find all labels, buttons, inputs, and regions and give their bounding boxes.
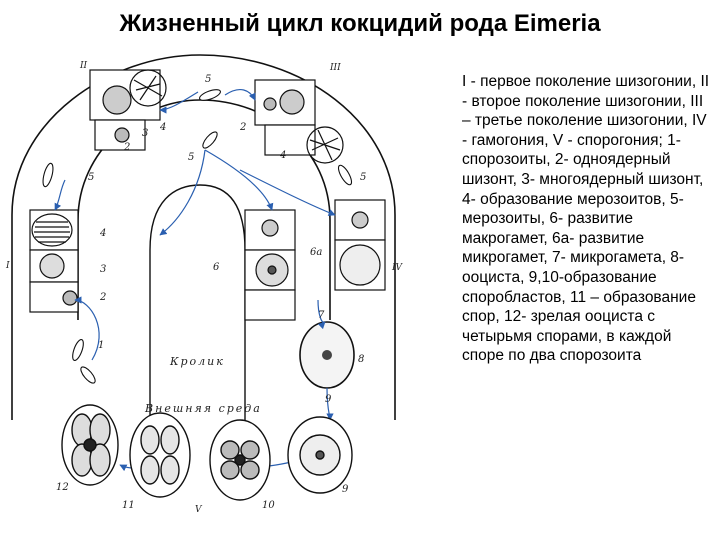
legend-text: I - первое поколение шизогонии, II - вто… xyxy=(462,73,710,365)
label-8: 8 xyxy=(358,354,364,365)
label-2: 2 xyxy=(123,142,130,153)
label-9: 9 xyxy=(342,484,349,495)
label-4: 4 xyxy=(159,122,166,133)
label-6a: 6а xyxy=(310,247,322,258)
label-3: 3 xyxy=(142,128,148,139)
label-roman-IV: IV xyxy=(391,263,404,273)
right-epithelium xyxy=(244,199,386,321)
label-12: 12 xyxy=(56,482,69,493)
outer-wall xyxy=(11,54,396,420)
top-epithelium xyxy=(89,69,167,151)
slide-title: Жизненный цикл кокцидий рода Eimeria xyxy=(119,10,601,37)
merozoite-rosette-right xyxy=(306,126,344,164)
label-11: 11 xyxy=(122,500,135,511)
label-2: 2 xyxy=(99,292,106,303)
left-epithelium xyxy=(29,209,79,313)
label-2: 2 xyxy=(239,122,246,133)
macrogamete-early xyxy=(261,219,279,237)
oocyst xyxy=(299,321,355,389)
region-environment-label: Внешняя среда xyxy=(144,402,262,415)
label-5: 5 xyxy=(88,172,94,183)
label-3: 3 xyxy=(100,264,106,275)
label-5: 5 xyxy=(205,74,211,85)
merozoite xyxy=(199,89,221,101)
label-7: 7 xyxy=(318,310,325,321)
eimeria-life-cycle-diagram: Кролик Внешняя среда I II III IV V 1 2 2… xyxy=(5,54,404,515)
label-roman-V: V xyxy=(195,505,203,515)
label-5: 5 xyxy=(188,152,194,163)
top-right-epithelium xyxy=(254,79,344,164)
merozoite xyxy=(42,162,54,188)
region-host-label: Кролик xyxy=(169,355,225,368)
label-roman-II: II xyxy=(79,61,88,71)
multinuclear-schizont xyxy=(39,253,65,279)
free-stages xyxy=(42,89,353,384)
schizont-merozoite-formation xyxy=(31,213,73,247)
spore-stages xyxy=(61,404,353,501)
merozoite xyxy=(337,164,353,186)
label-roman-III: III xyxy=(329,63,341,73)
stage-number-labels: 1 2 2 2 3 3 4 4 4 5 5 5 5 6 6а 7 8 9 9 1… xyxy=(56,74,366,511)
microgamete-developing xyxy=(339,244,381,286)
mature-oocyst-12 xyxy=(61,404,119,486)
sporozoite xyxy=(72,339,84,361)
sporozoite xyxy=(80,366,96,384)
spore-formation-11 xyxy=(129,412,191,498)
uninuclear-schizont xyxy=(62,290,78,306)
sporoblast-formation-9 xyxy=(287,416,353,494)
merozoite-rosette-top xyxy=(129,69,167,107)
inner-arch-cavity xyxy=(149,184,246,420)
label-10: 10 xyxy=(262,500,275,511)
label-5: 5 xyxy=(360,172,366,183)
label-roman-I: I xyxy=(5,261,10,271)
label-4: 4 xyxy=(99,228,106,239)
schizont-top xyxy=(102,85,132,115)
label-6: 6 xyxy=(213,262,220,273)
label-1: 1 xyxy=(98,340,104,351)
sporoblast-formation-10 xyxy=(209,419,271,501)
label-4: 4 xyxy=(279,150,286,161)
merozoite xyxy=(202,131,218,149)
label-9: 9 xyxy=(325,394,332,405)
